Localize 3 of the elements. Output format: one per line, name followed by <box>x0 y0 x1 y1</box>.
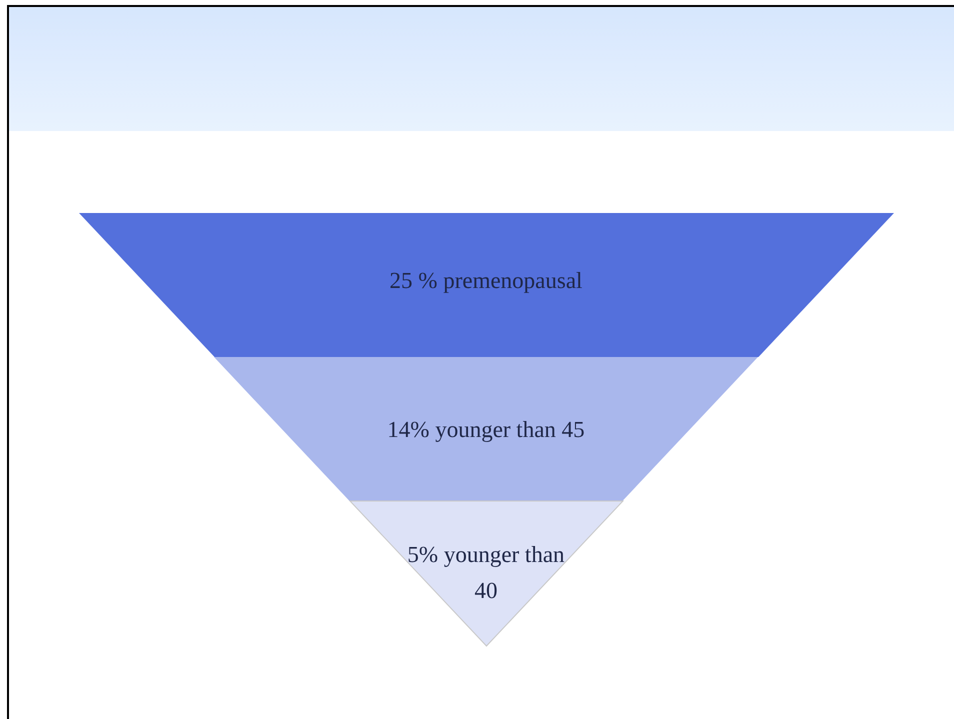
segment-label: 14% younger than 45 <box>386 416 586 444</box>
segment-label: 5% younger than 40 <box>406 541 566 605</box>
segment-label: 25 % premenopausal <box>388 267 584 295</box>
